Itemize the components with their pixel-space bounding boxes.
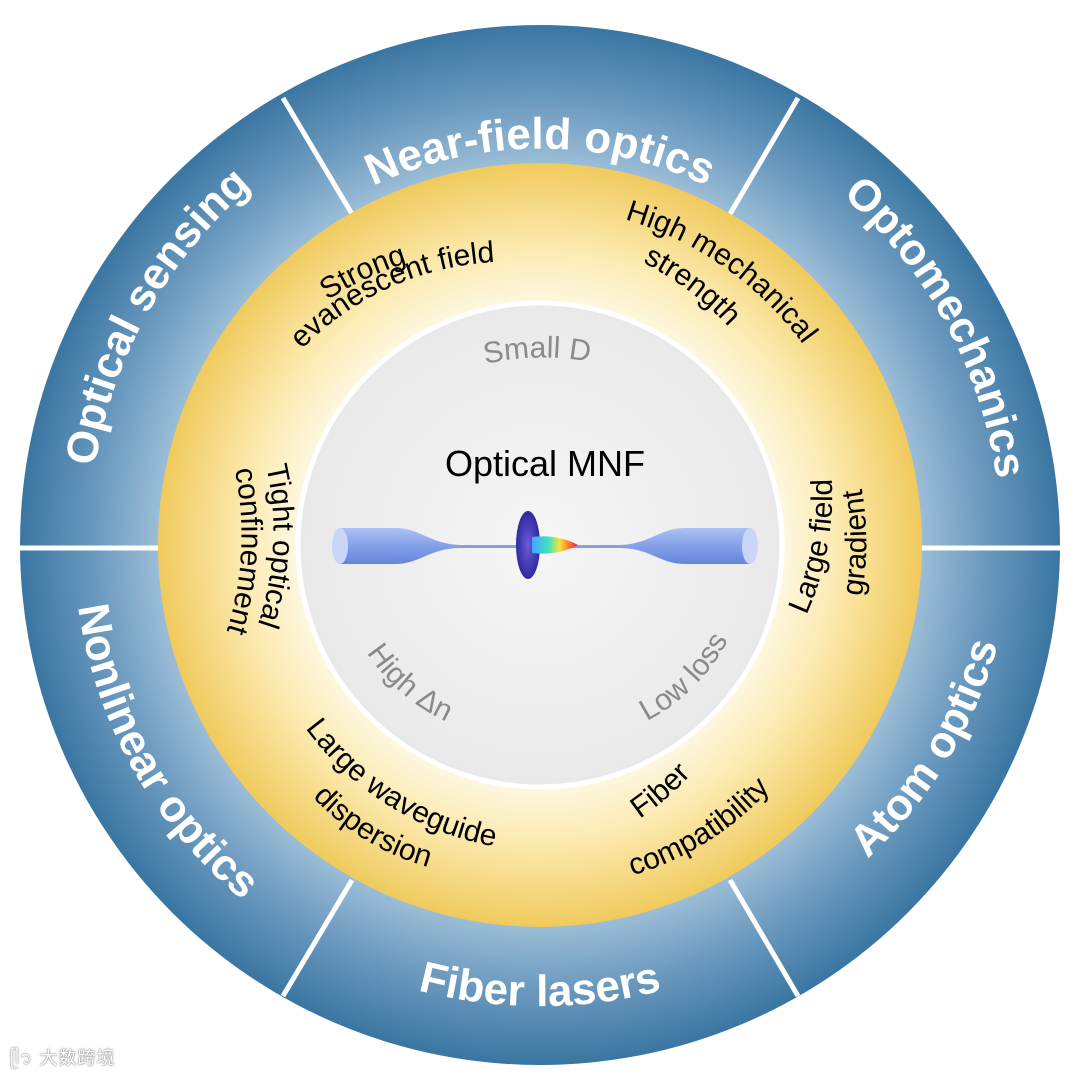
mode-cross-section-disc: [516, 511, 540, 579]
watermark: ᥫ᭡ 大数跨境: [10, 1044, 116, 1078]
outer-ring-dividers: [20, 96, 1060, 998]
label-gradient-line2: gradient: [836, 487, 873, 598]
tapered-fiber-illustration: [332, 511, 758, 579]
watermark-logo-icon: ᥫ᭡: [10, 1048, 40, 1069]
center-title: Optical MNF: [445, 443, 645, 484]
fiber-left-end: [332, 528, 348, 564]
watermark-text: 大数跨境: [39, 1048, 116, 1069]
label-small-d: Small D: [480, 331, 593, 370]
mode-field-profile: [532, 536, 578, 554]
fiber-right-end: [742, 528, 758, 564]
